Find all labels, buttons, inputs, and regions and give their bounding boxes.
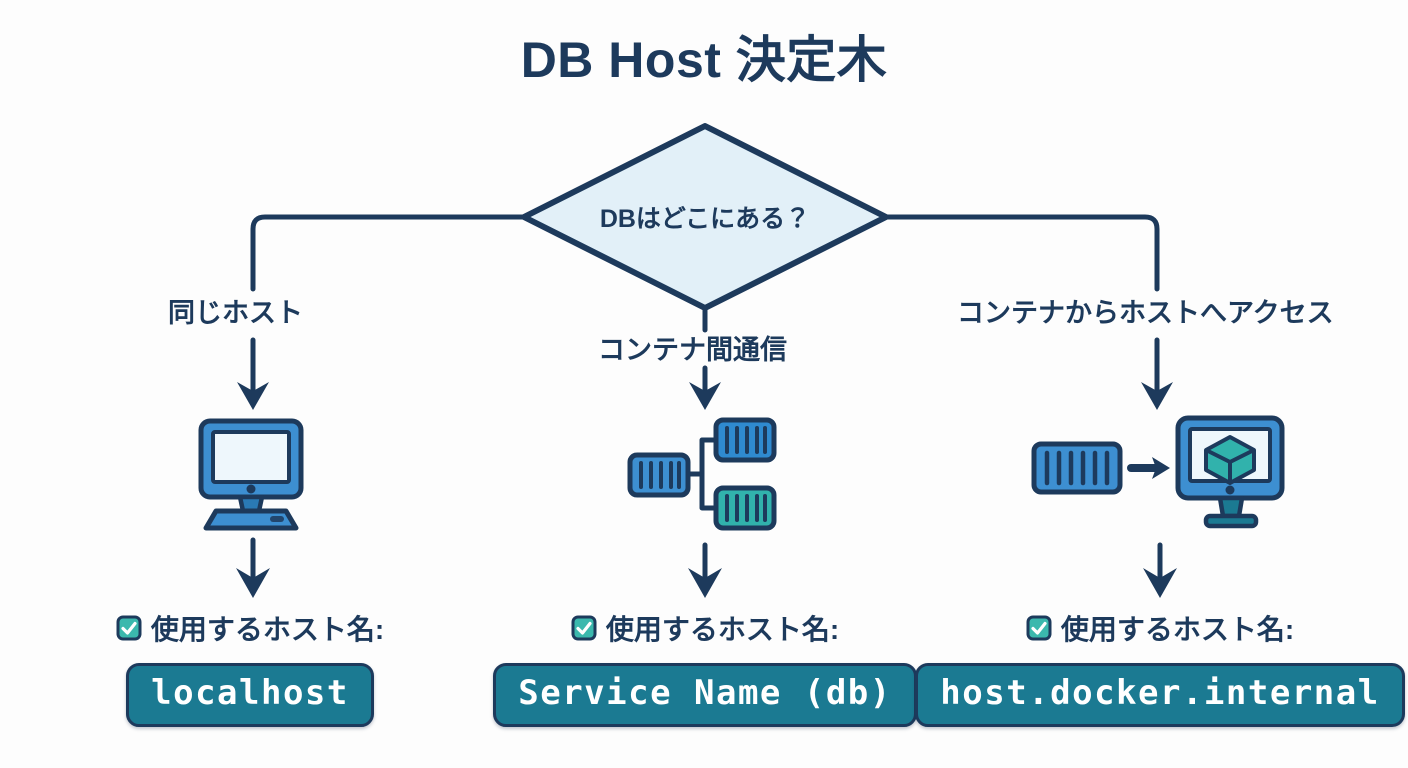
arrowhead-left-bottom bbox=[236, 568, 270, 598]
checkbox-checked-icon bbox=[571, 615, 597, 641]
result-same-host: 使用するホスト名: localhost bbox=[50, 608, 450, 728]
arrowhead-mid-bottom bbox=[688, 568, 722, 598]
arrowhead-mid-top bbox=[689, 382, 721, 410]
hostname-chip-service-name[interactable]: Service Name (db) bbox=[493, 663, 917, 728]
cube-icon bbox=[1204, 435, 1256, 485]
decision-node: DBはどこにある？ bbox=[524, 126, 886, 308]
result-label-1: 使用するホスト名: bbox=[150, 614, 385, 645]
result-label-2: 使用するホスト名: bbox=[605, 614, 840, 645]
branch-label-container-to-host: コンテナからホストへアクセス bbox=[957, 298, 1334, 328]
branch-label-same-host: 同じホスト bbox=[168, 298, 303, 328]
result-container-to-container: 使用するホスト名: Service Name (db) bbox=[493, 608, 917, 728]
result-label-3: 使用するホスト名: bbox=[1060, 614, 1295, 645]
flow-arrow-icon bbox=[1127, 457, 1170, 479]
connector-left bbox=[250, 214, 527, 292]
checkbox-checked-icon bbox=[1026, 615, 1052, 641]
container-to-host-icon bbox=[1028, 412, 1293, 537]
arrowhead-right-bottom bbox=[1143, 568, 1177, 598]
arrowhead-left-top bbox=[237, 382, 269, 410]
page-title: DB Host 決定木 bbox=[520, 32, 888, 88]
arrowhead-right-top bbox=[1141, 382, 1173, 410]
container-network-icon bbox=[620, 412, 800, 537]
hostname-chip-host-docker-internal[interactable]: host.docker.internal bbox=[915, 663, 1405, 728]
branch-label-container-to-container: コンテナ間通信 bbox=[598, 335, 787, 365]
result-heading-3: 使用するホスト名: bbox=[1026, 608, 1294, 648]
hostname-chip-localhost[interactable]: localhost bbox=[126, 663, 374, 728]
checkbox-checked-icon bbox=[116, 615, 142, 641]
decision-question: DBはどこにある？ bbox=[599, 205, 811, 233]
desktop-computer-icon bbox=[186, 415, 316, 535]
result-heading-2: 使用するホスト名: bbox=[571, 608, 839, 648]
result-heading-1: 使用するホスト名: bbox=[116, 608, 384, 648]
result-container-to-host: 使用するホスト名: host.docker.internal bbox=[915, 608, 1405, 728]
connector-right bbox=[883, 214, 1160, 292]
